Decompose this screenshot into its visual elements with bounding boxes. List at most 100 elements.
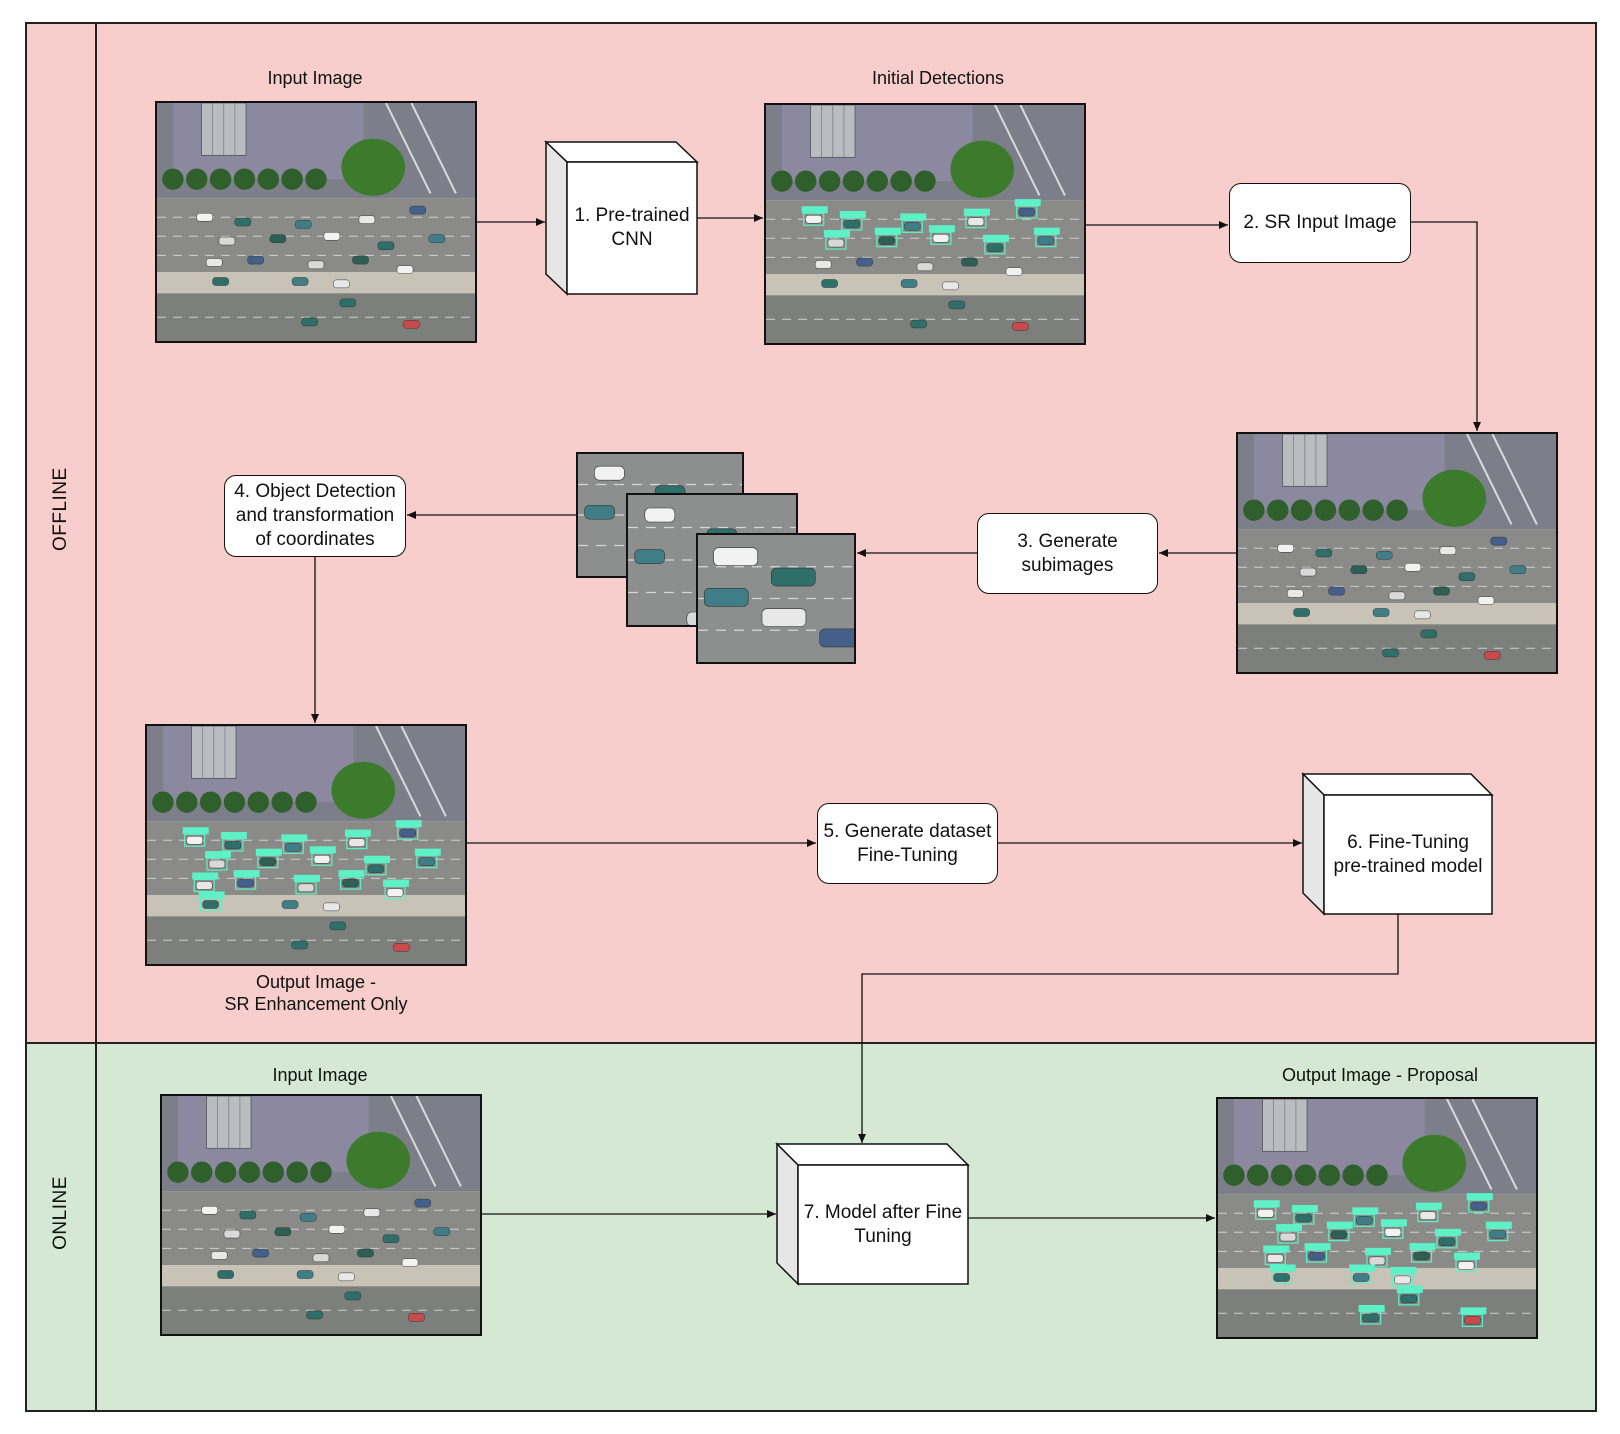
caption-initial-detections: Initial Detections	[871, 68, 1005, 88]
step-3-label-line2: subimages	[1021, 554, 1114, 576]
car-icon	[208, 859, 226, 869]
car-icon	[1352, 1273, 1370, 1282]
detection-box-icon	[1269, 1264, 1296, 1285]
detection-box-icon	[344, 829, 371, 850]
car-icon	[281, 900, 299, 909]
car-icon	[856, 257, 873, 267]
detection-box-icon	[1358, 1304, 1385, 1325]
step-1-label-line2: CNN	[611, 229, 653, 250]
detection-box-icon	[982, 234, 1009, 255]
caption-output-proposal: Output Image - Proposal	[1281, 1065, 1479, 1085]
detection-box-icon	[204, 851, 231, 871]
building-icon	[191, 726, 237, 779]
car-icon	[1433, 586, 1450, 596]
car-icon	[805, 214, 822, 224]
car-icon	[358, 215, 376, 224]
car-icon	[1037, 236, 1055, 245]
aerial-photo	[1218, 1099, 1536, 1337]
car-icon	[408, 1313, 425, 1322]
car-icon	[713, 547, 758, 566]
detection-box-icon	[1275, 1224, 1302, 1244]
car-icon	[252, 1248, 269, 1258]
car-icon	[300, 1213, 317, 1222]
detection-box-icon	[383, 879, 410, 900]
car-icon	[1018, 207, 1036, 217]
car-icon	[1315, 548, 1333, 558]
car-icon	[274, 1227, 292, 1236]
car-icon	[329, 921, 347, 931]
initial-detections-image	[764, 103, 1086, 345]
car-icon	[259, 857, 277, 866]
car-icon	[814, 260, 832, 269]
car-icon	[269, 234, 287, 243]
car-icon	[967, 217, 985, 226]
car-icon	[367, 864, 385, 874]
car-icon	[196, 212, 213, 222]
car-icon	[634, 549, 666, 564]
car-icon	[382, 1234, 400, 1244]
car-icon	[301, 317, 318, 327]
output-sr-image	[145, 724, 467, 966]
detection-box-icon	[1349, 1264, 1376, 1285]
car-icon	[1384, 1228, 1402, 1237]
car-icon	[644, 507, 676, 523]
car-icon	[237, 878, 254, 888]
detection-box-icon	[395, 820, 422, 840]
car-icon	[1394, 1275, 1411, 1285]
detection-box-icon	[233, 870, 260, 890]
tree-icon	[1243, 469, 1487, 527]
car-icon	[1490, 536, 1508, 546]
car-icon	[1470, 1201, 1488, 1211]
tree-icon	[162, 138, 406, 196]
car-icon	[948, 300, 966, 310]
car-icon	[307, 260, 325, 270]
car-icon	[584, 504, 615, 520]
car-icon	[433, 1227, 451, 1236]
step-3-label-line1: 3. Generate	[1017, 530, 1118, 552]
step-7-label-line1: 7. Model after Fine	[803, 1201, 963, 1223]
car-icon	[201, 1205, 218, 1215]
car-icon	[401, 1258, 419, 1267]
car-icon	[386, 888, 404, 897]
car-icon	[313, 855, 331, 864]
step-4-label-line3: of coordinates	[255, 529, 375, 550]
detection-box-icon	[928, 225, 955, 245]
car-icon	[761, 608, 807, 627]
car-icon	[210, 1251, 228, 1260]
car-icon	[910, 319, 927, 329]
car-icon	[1356, 1216, 1373, 1225]
step-4-label-line1: 4. Object Detection	[234, 481, 396, 502]
car-icon	[1464, 1316, 1481, 1325]
car-icon	[961, 257, 978, 267]
car-icon	[1257, 1208, 1274, 1218]
car-icon	[1372, 608, 1390, 617]
detection-box-icon	[874, 227, 901, 248]
detection-box-icon	[294, 874, 320, 895]
building-icon	[810, 105, 856, 158]
car-icon	[904, 222, 921, 231]
car-icon	[1273, 1273, 1290, 1282]
car-icon	[1299, 567, 1317, 577]
car-icon	[403, 320, 420, 329]
detection-box-icon	[900, 213, 927, 233]
output-proposal-image	[1216, 1097, 1538, 1339]
detection-box-icon	[1352, 1207, 1379, 1227]
detection-box-icon	[1454, 1252, 1481, 1273]
caption-output-sr-line2: SR Enhancement Only	[224, 994, 408, 1014]
tree-icon	[152, 761, 396, 819]
aerial-photo	[1238, 434, 1556, 672]
car-icon	[377, 241, 395, 251]
offline-lane-header	[25, 22, 97, 1044]
detection-box-icon	[1434, 1228, 1461, 1249]
car-icon	[239, 1210, 257, 1220]
car-icon	[291, 940, 308, 950]
car-icon	[414, 1198, 432, 1208]
car-icon	[1362, 1313, 1379, 1323]
input-image-top	[155, 101, 477, 343]
detection-box-icon	[1014, 199, 1041, 219]
car-icon	[1438, 1237, 1456, 1247]
detection-box-icon	[1390, 1266, 1417, 1287]
car-icon	[827, 238, 845, 248]
car-icon	[703, 588, 749, 607]
detection-box-icon	[192, 872, 219, 893]
